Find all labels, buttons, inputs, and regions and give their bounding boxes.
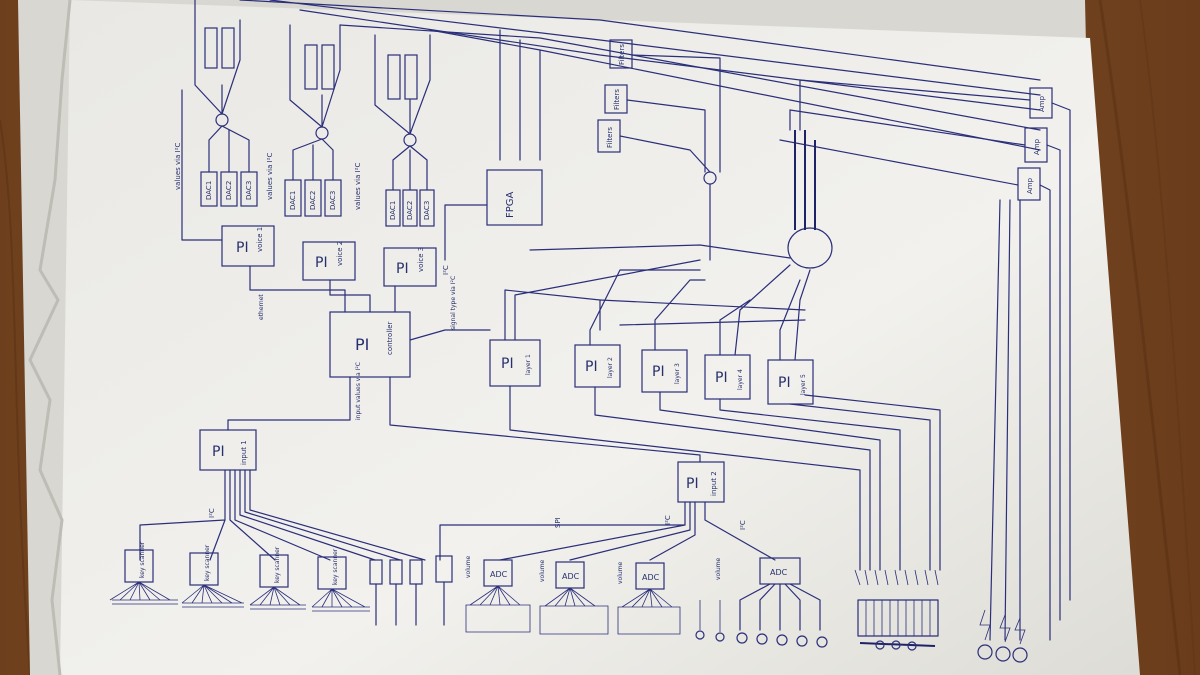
voice2-group: PI voice 2 DAC1 DAC2 DAC3 values via I²C	[266, 24, 356, 281]
dac3-v2-label: DAC3	[329, 191, 337, 210]
layer-group: PI layer 1 PI layer 2 PI layer 3 PI laye…	[489, 244, 941, 571]
filters-group: Filters Filters Filters	[597, 39, 721, 261]
keyboard-group	[854, 569, 939, 651]
pi-voice1-box	[221, 225, 275, 267]
pi-layer2-box	[574, 344, 621, 388]
volume-label2: volume	[539, 559, 546, 582]
volume-label1: volume	[465, 555, 472, 578]
layer1-label: layer 1	[525, 354, 532, 375]
filter2-box	[604, 84, 628, 114]
input2-spi-label: SPI	[554, 517, 562, 528]
output-jacks	[977, 609, 1028, 663]
pi-layer1-label: PI	[501, 356, 514, 372]
pi-layer5-label: PI	[778, 375, 791, 391]
voice1-group: PI voice 1 DAC1 DAC2 DAC3 values via I²C	[174, 19, 275, 267]
v3-values-label: values via I²C	[354, 163, 362, 210]
filter1-box	[609, 39, 633, 69]
dac2-v2-label: DAC2	[309, 191, 317, 210]
voice2-label: voice 2	[336, 241, 344, 266]
filter1-label: Filters	[618, 44, 626, 65]
key-scanner1-label: key scanner	[139, 541, 146, 578]
voice3-group: PI voice 3 DAC1 DAC2 DAC3 values via I²C	[354, 34, 437, 287]
pi-controller-box	[329, 311, 411, 378]
input2-label: input 2	[710, 471, 718, 496]
fpga-group: FPGA I²C	[442, 169, 543, 275]
pi-input1-label: PI	[212, 444, 225, 460]
adc3-label: ADC	[642, 573, 660, 582]
key-scanner4-label: key scanner	[332, 548, 339, 585]
fpga-label: FPGA	[505, 191, 516, 218]
pi-controller-label: PI	[355, 335, 369, 354]
controller-label: controller	[386, 321, 394, 355]
dac1-v1-label: DAC1	[205, 181, 213, 200]
pi-layer2-label: PI	[585, 359, 598, 375]
input2-group: PI input 2 SPI I²C I²C	[389, 376, 776, 561]
pi-voice2-box	[302, 241, 356, 281]
speaker-node	[787, 79, 833, 269]
input-values-label1: input values via I²C	[355, 362, 362, 420]
adc4-label: ADC	[770, 568, 788, 577]
v1-values-label: values via I²C	[174, 143, 182, 190]
adc2-label: ADC	[562, 572, 580, 581]
pi-layer3-label: PI	[652, 364, 665, 380]
paper-torn-edge	[28, 0, 72, 675]
v2-values-label: values via I²C	[266, 153, 274, 200]
layer2-label: layer 2	[607, 357, 614, 378]
filter3-label: Filters	[606, 127, 614, 148]
pi-layer1-box	[489, 339, 541, 387]
pi-input2-box	[677, 461, 725, 503]
filter2-label: Filters	[613, 89, 621, 110]
dac2-v3-label: DAC2	[406, 201, 414, 220]
pi-layer3-box	[641, 349, 688, 393]
pi-layer4-box	[704, 354, 751, 400]
fpga-box	[486, 169, 543, 226]
key-scanner2-label: key scanner	[204, 544, 211, 581]
amps-group: Amp Amp Amp	[779, 79, 1071, 641]
dac3-v1-label: DAC3	[245, 181, 253, 200]
signal-type-label: signal type via I²C	[450, 276, 457, 330]
voice3-label: voice 3	[417, 247, 425, 272]
amp3-box	[1017, 167, 1041, 201]
adc1-label: ADC	[490, 570, 508, 579]
pi-voice2-label: PI	[315, 255, 328, 271]
layer5-label: layer 5	[800, 374, 807, 395]
pi-voice3-label: PI	[396, 261, 409, 277]
dac1-v2-label: DAC1	[289, 191, 297, 210]
amp2-label: Amp	[1033, 138, 1041, 155]
amp1-label: Amp	[1038, 95, 1046, 112]
dac1-v3-label: DAC1	[389, 201, 397, 220]
ethernet-label: ethernet	[258, 294, 265, 320]
pi-input2-label: PI	[686, 476, 699, 492]
key-scanner-group: key scanner key scanner key scanner key …	[109, 541, 453, 626]
volume-label3: volume	[617, 561, 624, 584]
key-scanner3-label: key scanner	[274, 546, 281, 583]
pi-layer4-label: PI	[715, 370, 728, 386]
pi-voice3-box	[383, 247, 437, 287]
fpga-i2c-label: I²C	[442, 265, 450, 275]
input1-i2c-label: I²C	[208, 508, 216, 518]
dac3-v3-label: DAC3	[423, 201, 431, 220]
amp3-label: Amp	[1026, 177, 1034, 194]
pi-voice1-label: PI	[236, 240, 249, 256]
voice1-label: voice 1	[256, 227, 264, 252]
layer4-label: layer 4	[737, 369, 744, 390]
input2-i2c-label2: I²C	[739, 520, 747, 530]
input2-i2c-label: I²C	[664, 515, 672, 525]
adc-group: ADC ADC ADC ADC volume volume volume vol…	[465, 555, 828, 648]
input1-label: input 1	[240, 440, 248, 465]
controller-group: PI controller ethernet signal type via I…	[249, 265, 491, 378]
input1-group: PI input 1 input values via I²C I²C	[139, 362, 426, 561]
layer3-label: layer 3	[674, 363, 681, 384]
volume-label4: volume	[715, 557, 722, 580]
dac2-v1-label: DAC2	[225, 181, 233, 200]
